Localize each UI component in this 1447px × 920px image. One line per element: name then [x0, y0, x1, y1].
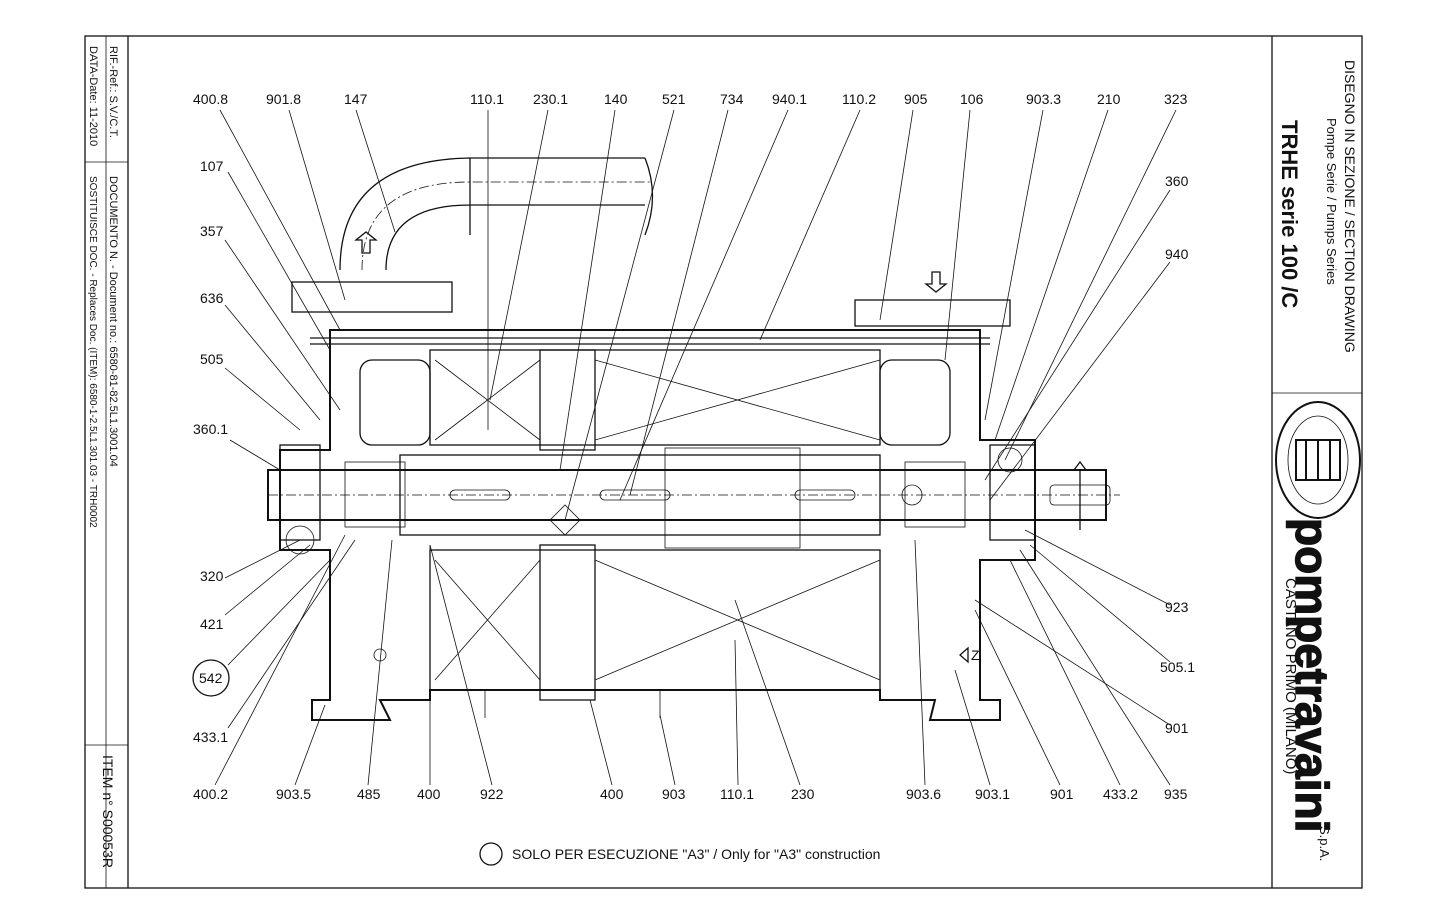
leader-lines [214, 109, 1177, 786]
callout-label: 903.1 [975, 786, 1010, 802]
company-suffix: S.p.A. [1317, 826, 1332, 861]
ref-label: RIF.-Ref.: S.V./C.T. [107, 46, 119, 138]
callout-label: 230.1 [533, 91, 568, 107]
callout-label: 905 [904, 91, 928, 107]
z-label: Z [971, 647, 980, 663]
series-title: TRHE serie 100 /C [1277, 120, 1302, 308]
callout-label: 901 [1050, 786, 1074, 802]
callout-label: 636 [200, 290, 224, 306]
callout-label: 140 [604, 91, 628, 107]
callout-label: 357 [200, 223, 224, 239]
callout-label: 400 [600, 786, 624, 802]
callout-label: 505 [200, 351, 224, 367]
drawing-frame [84, 35, 1363, 889]
drawing-type-title: DISEGNO IN SEZIONE / SECTION DRAWING [1342, 60, 1358, 353]
item-number: ITEM n° S00053R [100, 755, 116, 868]
company-name: pompetravaini [1286, 518, 1338, 832]
callout-label: 230 [791, 786, 815, 802]
callout-label: 110.1 [720, 786, 754, 802]
company-city: CASTANO PRIMO (MILANO) [1282, 578, 1299, 774]
callout-label: 940.1 [772, 91, 807, 107]
callout-label: 923 [1165, 599, 1189, 615]
callout-label: 421 [200, 616, 224, 632]
callout-label: 734 [720, 91, 744, 107]
company-logo [1275, 401, 1361, 519]
callout-label: 433.1 [193, 729, 228, 745]
callout-label: 147 [344, 91, 368, 107]
callout-label: 505.1 [1160, 659, 1195, 675]
replaces-label: SOSTITUISCE DOC. - Replaces Doc. (ITEM):… [87, 176, 98, 528]
a3-construction-note: SOLO PER ESECUZIONE "A3" / Only for "A3"… [512, 846, 880, 862]
callout-label: 107 [200, 158, 224, 174]
callout-label: 903.5 [276, 786, 311, 802]
callout-label: 542 [199, 670, 223, 686]
left-callouts: 107 357 636 505 360.1 320 421 542 433.1 [192, 158, 230, 745]
callout-label: 400 [417, 786, 441, 802]
pump-series-subtitle: Pompe Serie / Pumps Series [1324, 118, 1339, 285]
callout-label: 110.1 [470, 91, 504, 107]
callout-label: 901.8 [266, 91, 301, 107]
callout-label: 360.1 [193, 421, 228, 437]
callout-label: 903.6 [906, 786, 941, 802]
callout-label: 901 [1165, 720, 1189, 736]
callout-label: 210 [1097, 91, 1121, 107]
callout-label: 935 [1164, 786, 1188, 802]
callout-label: 323 [1164, 91, 1188, 107]
callout-label: 320 [200, 568, 224, 584]
callout-label: 521 [662, 91, 686, 107]
a3-note-circle [479, 842, 503, 866]
callout-label: 485 [357, 786, 381, 802]
callout-label: 922 [480, 786, 504, 802]
callout-label: 106 [960, 91, 984, 107]
callout-label: 400.2 [193, 786, 228, 802]
callout-label: 940 [1165, 246, 1189, 262]
a3-marker-circle [192, 659, 230, 697]
callout-label: 903.3 [1026, 91, 1061, 107]
callout-label: 433.2 [1103, 786, 1138, 802]
callout-label: 110.2 [842, 91, 876, 107]
right-callouts: 360 940 923 505.1 901 Z [971, 173, 1195, 736]
callout-label: 400.8 [193, 91, 228, 107]
bottom-callouts: 400.2 903.5 485 400 922 400 903 110.1 23… [193, 786, 1188, 802]
top-callouts: 400.8 901.8 147 110.1 230.1 140 521 734 … [193, 91, 1188, 107]
callout-label: 360 [1165, 173, 1189, 189]
callout-label: 903 [662, 786, 686, 802]
date-label: DATA-Date: 11-2010 [87, 46, 99, 146]
document-label: DOCUMENTO N. - Document no.: 6580-81-82.… [107, 176, 119, 467]
